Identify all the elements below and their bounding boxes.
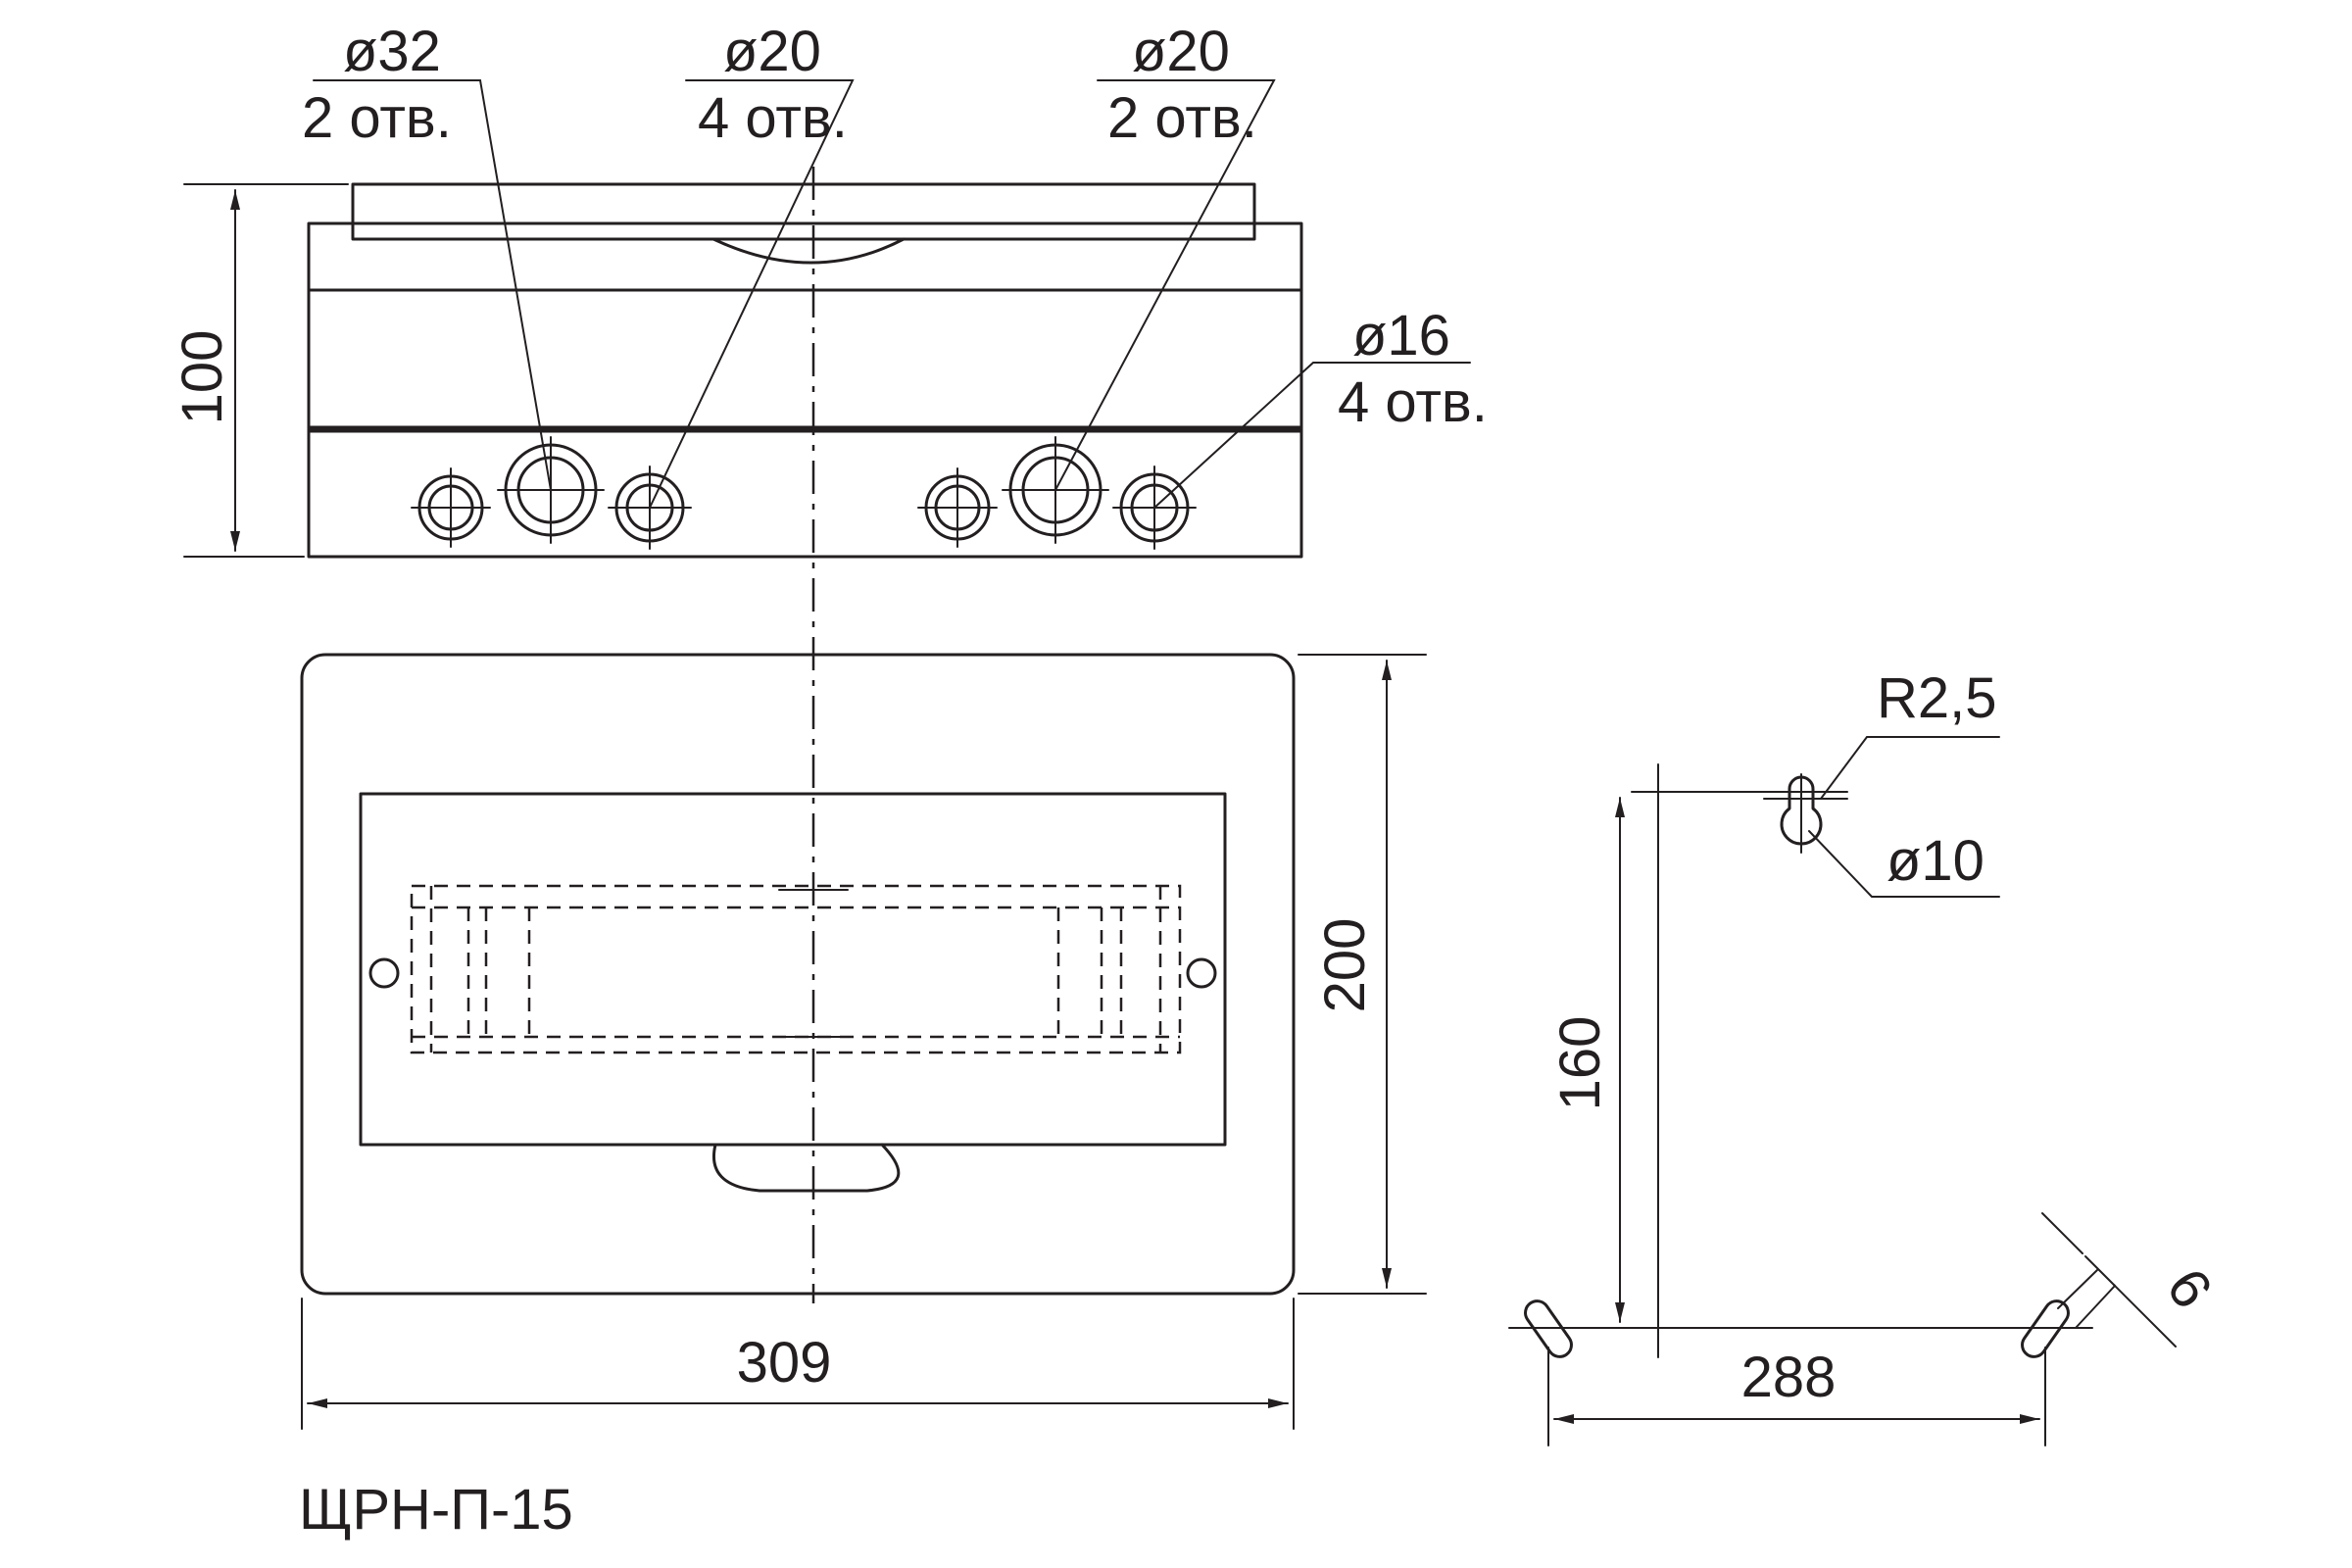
mounting-scheme: R2,5 ø10 160 288 6 [1508, 666, 2225, 1446]
hole-16-left [411, 467, 491, 548]
callout-1-diameter: ø32 [343, 20, 441, 83]
front-view: 309 200 [300, 653, 1427, 1430]
hole-20-left [608, 466, 692, 550]
side-view-body [307, 221, 1303, 559]
side-height-label: 100 [171, 330, 234, 425]
callout-4-count: 4 отв. [1338, 370, 1488, 434]
front-view-latch [712, 1143, 901, 1193]
horizontal-distance-label: 288 [1741, 1346, 1837, 1409]
side-view-lid [351, 182, 1256, 241]
slot-width-label: 6 [2154, 1257, 2225, 1320]
callout-2-count: 4 отв. [698, 86, 848, 150]
side-view: ø32 2 отв. ø20 4 отв. ø20 2 отв. ø16 4 о… [171, 20, 1488, 559]
front-view-outline [300, 653, 1296, 1296]
hole-diameter-label: ø10 [1886, 829, 1984, 893]
callout-1-count: 2 отв. [302, 86, 452, 150]
callout-4-diameter: ø16 [1352, 304, 1450, 368]
hole-20-right [1112, 466, 1197, 550]
callout-2-diameter: ø20 [723, 20, 821, 83]
front-view-window [359, 792, 1227, 1147]
callout-3-count: 2 отв. [1107, 86, 1257, 150]
hole-16-right [917, 467, 998, 548]
callout-3-diameter: ø20 [1132, 20, 1230, 83]
front-height-label: 200 [1313, 918, 1377, 1013]
knockout-holes [411, 436, 1197, 550]
model-title: ЩРН-П-15 [299, 1478, 573, 1542]
side-view-latch [711, 237, 906, 265]
screw-right [1186, 957, 1217, 989]
vertical-distance-label: 160 [1548, 1016, 1612, 1111]
din-rail-dashed [410, 884, 1182, 1054]
screw-left [368, 957, 400, 989]
radius-label: R2,5 [1877, 666, 1997, 730]
slot-left [1524, 1299, 1573, 1358]
front-width-label: 309 [737, 1331, 832, 1395]
